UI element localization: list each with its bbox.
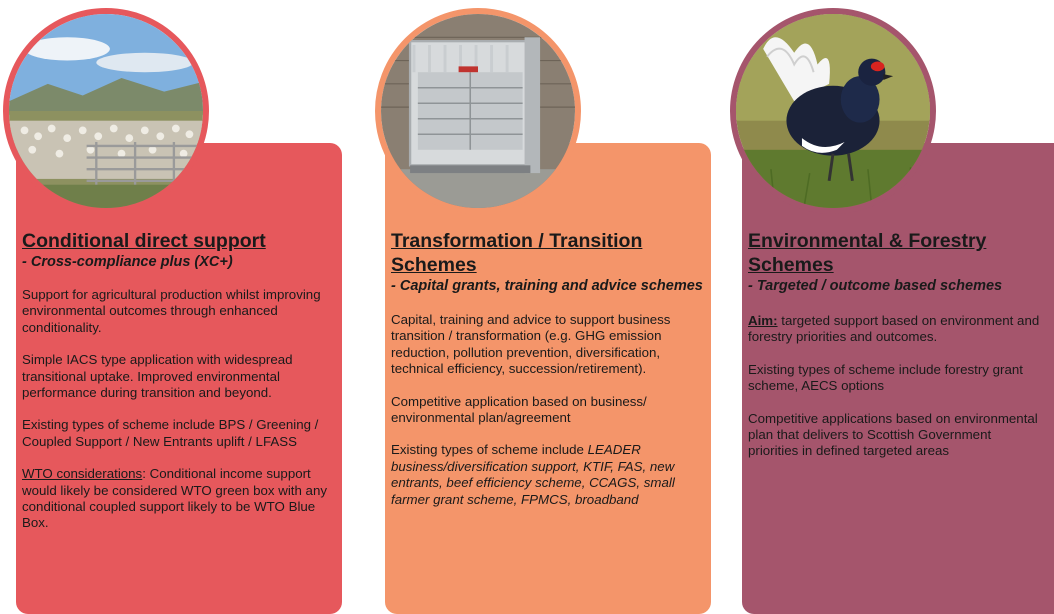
card-paragraph: Competitive application based on busines… [391, 393, 647, 426]
existing-list: LEADER business/diversification support,… [391, 442, 675, 507]
card-title: Conditional direct support [22, 230, 266, 252]
card-title: Environmental & Forestry Schemes [748, 230, 987, 276]
card-subtitle: - Cross-compliance plus (XC+) [22, 254, 233, 270]
card-paragraph: Support for agricultural production whil… [22, 287, 321, 335]
sheep-pen-photo [3, 8, 209, 214]
card-paragraph: Capital, training and advice to support … [391, 312, 671, 377]
card-subtitle: - Capital grants, training and advice sc… [391, 278, 703, 294]
wto-label: WTO considerations [22, 466, 143, 482]
aim-label: Aim: [748, 313, 778, 328]
existing-lead: Existing types of scheme include [391, 442, 588, 458]
card-conditional-direct-support: Conditional direct support - Cross-compl… [16, 143, 342, 614]
aim-text: targeted support based on environment an… [748, 313, 1040, 345]
card-paragraph: Existing types of scheme include forestr… [748, 361, 1023, 394]
cattle-crush-photo [375, 8, 581, 214]
card-title: Transformation / Transition Schemes [391, 230, 643, 276]
card-paragraph-wto: WTO considerations: Conditional income s… [22, 466, 336, 532]
card-paragraph: Existing types of scheme include BPS / G… [22, 417, 319, 449]
card-transformation-transition: Transformation / Transition Schemes - Ca… [385, 143, 711, 614]
card-paragraph-existing: Existing types of scheme include LEADER … [391, 442, 705, 508]
wto-text: : Conditional income support would likel… [22, 466, 327, 531]
card-paragraph: Simple IACS type application with widesp… [22, 352, 293, 401]
black-grouse-photo [730, 8, 936, 214]
card-subtitle: - Targeted / outcome based schemes [748, 278, 1003, 294]
card-environmental-forestry: Environmental & Forestry Schemes - Targe… [742, 143, 1054, 614]
card-paragraph-aim: Aim: targeted support based on environme… [748, 313, 1054, 346]
card-paragraph: Competitive applications based on enviro… [748, 410, 1038, 459]
